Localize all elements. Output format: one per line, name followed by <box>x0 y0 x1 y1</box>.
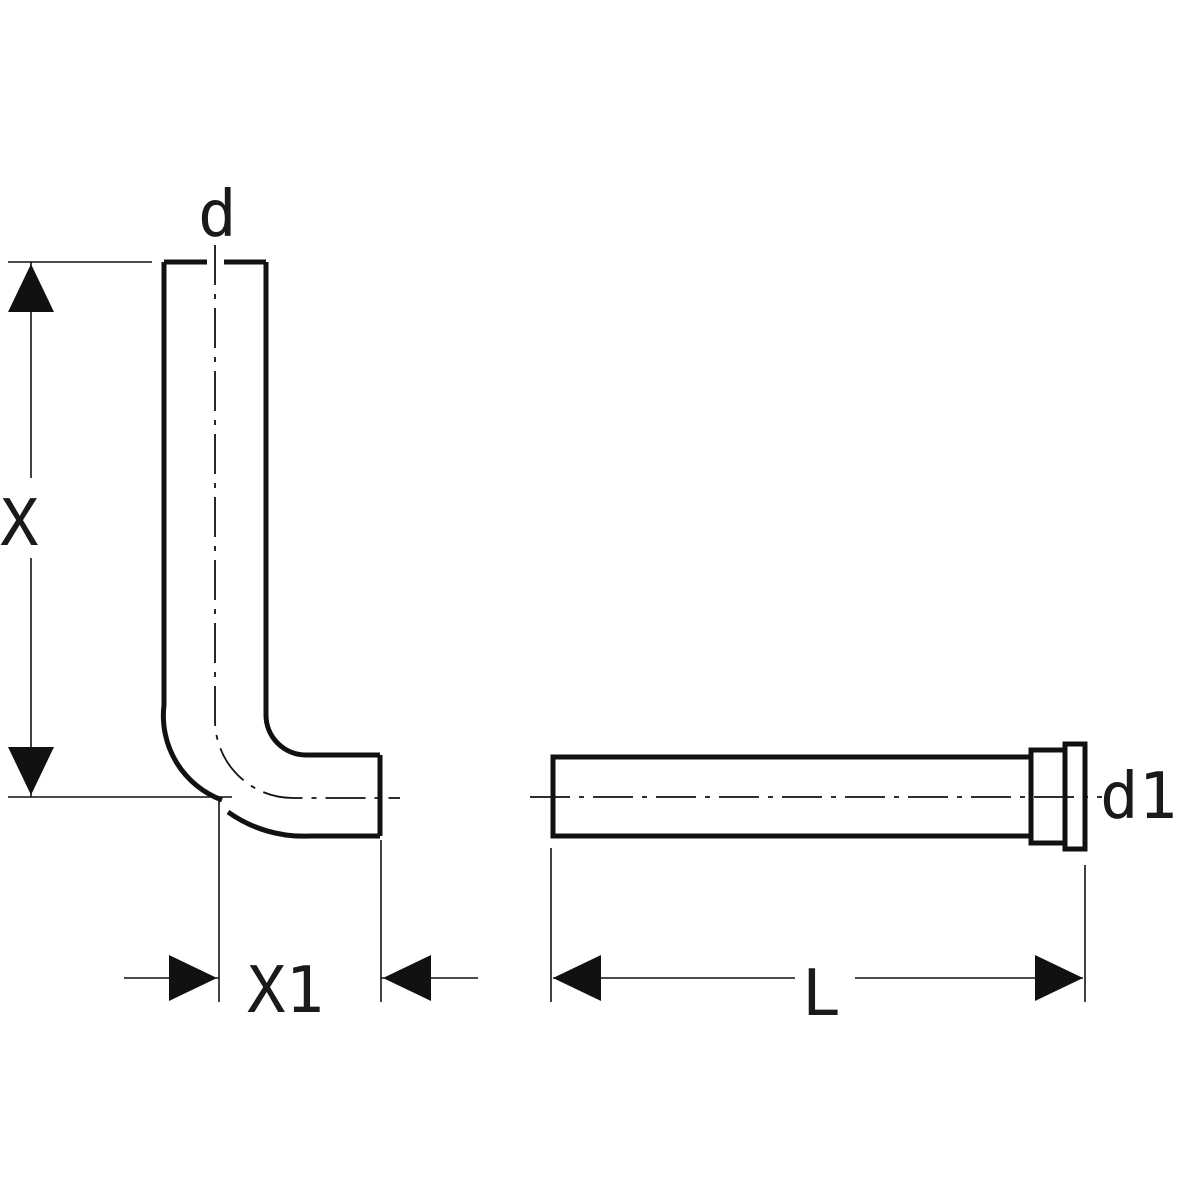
bent-pipe-outer-bend <box>226 809 380 839</box>
dimension-l: L <box>550 848 1086 1031</box>
x-label: X <box>0 487 39 561</box>
straight-pipe <box>530 741 1102 852</box>
x1-label: X1 <box>247 954 324 1028</box>
bent-pipe-inner-outline <box>263 262 380 758</box>
x1-arrow-left <box>169 955 217 1001</box>
l-arrow-right <box>1035 955 1083 1001</box>
bent-pipe <box>160 245 400 839</box>
x-arrow-top <box>8 264 54 312</box>
x-arrow-bottom <box>8 747 54 795</box>
d-label: d <box>198 178 237 252</box>
bent-pipe-center-line <box>214 245 400 799</box>
x1-arrow-right <box>383 955 431 1001</box>
bent-pipe-outline <box>160 262 223 803</box>
d1-label: d1 <box>1100 760 1177 834</box>
l-arrow-left <box>553 955 601 1001</box>
dimension-x: X <box>0 261 232 798</box>
dimension-x1: X1 <box>124 797 478 1028</box>
l-label: L <box>802 957 841 1031</box>
